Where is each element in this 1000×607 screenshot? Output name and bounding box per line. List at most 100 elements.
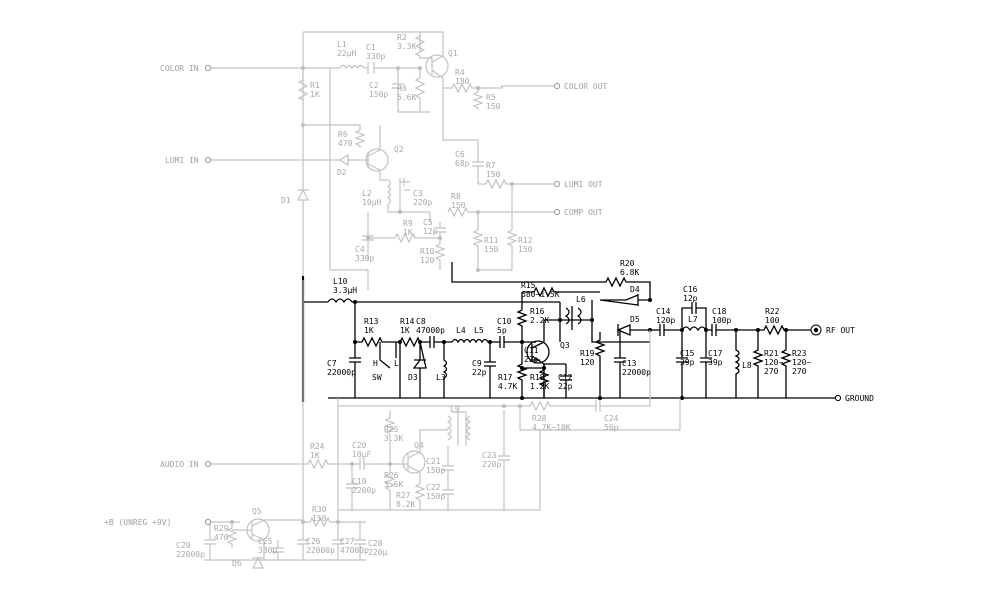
label-r5-line: R5 — [486, 93, 496, 102]
label-l7: L7 — [688, 315, 698, 324]
label-r22-line: 100 — [765, 316, 780, 325]
label-h-line: H — [373, 359, 378, 368]
ground-label: GROUND — [845, 394, 874, 403]
label-c5-line: C5 — [423, 218, 433, 227]
label-c27-line: 47000p — [340, 546, 369, 555]
label-l2-line: L2 — [362, 189, 372, 198]
label-c2-line: C2 — [369, 81, 379, 90]
label-c23-line: 220p — [482, 460, 501, 469]
label-r24-line: R24 — [310, 442, 325, 451]
label-c12-line: 22p — [558, 382, 573, 391]
label-r14-line: 1K — [400, 326, 410, 335]
label-q4: Q4 — [414, 441, 424, 450]
label-r17-line: R17 — [498, 373, 513, 382]
label-c26-line: C26 — [306, 537, 321, 546]
label-c22-line: C22 — [426, 483, 441, 492]
label-c25-line: 330µ — [258, 546, 277, 555]
label-c23-line: C23 — [482, 451, 497, 460]
label-l1-line: L1 — [337, 40, 347, 49]
label-sw-line: SW — [372, 373, 382, 382]
label-c15-line: C15 — [680, 349, 695, 358]
label-c18-line: 100p — [712, 316, 731, 325]
label-c9-line: 22p — [472, 368, 487, 377]
label-c17-line: 39p — [708, 358, 723, 367]
label-l9-line: L9 — [450, 405, 460, 414]
label-c5-line: 12p — [423, 227, 438, 236]
label-l2-line: 10µH — [362, 198, 381, 207]
label-r26-line: 5.6K — [384, 480, 403, 489]
label-c28-line: 220µ — [368, 548, 387, 557]
label-l10-line: 3.3µH — [333, 286, 357, 295]
label-r26-line: R26 — [384, 471, 399, 480]
label-l4: L4 — [456, 326, 466, 335]
label-c7-line: 22000p — [327, 368, 356, 377]
label-q3: Q3 — [560, 341, 570, 350]
label-r22-line: R22 — [765, 307, 780, 316]
label-d6: D6 — [232, 559, 242, 568]
label-d5: D5 — [630, 315, 640, 324]
label-r14-line: R14 — [400, 317, 415, 326]
label-c18-line: C18 — [712, 307, 727, 316]
label-c1-line: 330p — [366, 52, 385, 61]
label-r16-line: 2.2K — [530, 316, 549, 325]
label-d4-line: D4 — [630, 285, 640, 294]
label-h: H — [373, 359, 378, 368]
label-d5-line: D5 — [630, 315, 640, 324]
label-l8-line: L8 — [742, 361, 752, 370]
label-q4-line: Q4 — [414, 441, 424, 450]
label-r21-line: R21 — [764, 349, 779, 358]
label-r27-line: 8.2K — [396, 500, 415, 509]
label-c11-line: C11 — [524, 346, 539, 355]
label-c25-line: C25 — [258, 537, 273, 546]
label-d2-line: D2 — [337, 168, 347, 177]
label-r3-line: 5.6K — [397, 93, 416, 102]
label-r29-line: R29 — [214, 524, 229, 533]
label-r15-line: R15 — [521, 281, 536, 290]
label-d1: D1 — [281, 196, 291, 205]
color-out-label: COLOR OUT — [564, 82, 608, 91]
label-r15-line: 680~1.5K — [521, 290, 560, 299]
label-c16-line: 12p — [683, 294, 698, 303]
label-c10-line: C10 — [497, 317, 512, 326]
label-r12-line: R12 — [518, 236, 533, 245]
label-r11-line: 150 — [484, 245, 499, 254]
label-c13-line: C13 — [622, 359, 637, 368]
label-r6-line: 470 — [338, 139, 353, 148]
label-r10-line: R10 — [420, 247, 435, 256]
label-l9: L9 — [450, 405, 460, 414]
label-c19-line: C19 — [352, 477, 367, 486]
